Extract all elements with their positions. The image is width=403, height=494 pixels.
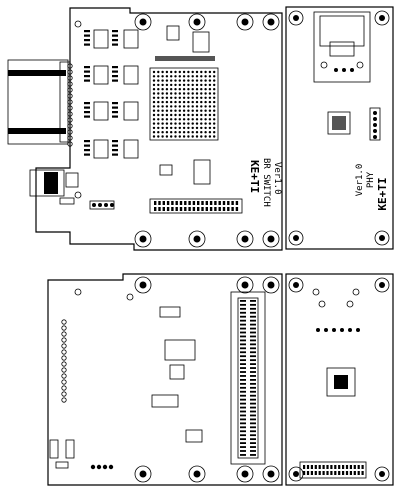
board-version: Ver1.0 [272,162,282,195]
board-to-board-connector [230,291,266,465]
bottom-header [149,198,243,214]
phy-logo: KE+TI [376,177,389,210]
rj45-jack [313,11,371,83]
capacitor-row [155,56,215,61]
bottom-connectors [49,439,114,470]
bga-chip [149,67,219,141]
br-switch-board-top: KE+TI BR SWITCH Ver1.0 [7,7,283,251]
phy-board-bottom [285,273,394,486]
soic-chip [193,159,211,185]
phy-title: PHY [366,171,376,188]
br-switch-board-outline [35,7,283,251]
ribbon-connector [7,59,71,145]
phy-version: Ver1.0 [355,164,365,197]
small-ic [159,164,173,176]
connector-pin-column-bottom [61,319,67,403]
ic-u1 [192,31,210,53]
dc-jack [29,169,79,205]
board-title: BR SWITCH [261,158,271,207]
br-switch-board-bottom [47,273,283,486]
rj45-footprint [312,288,360,332]
ethernet-magnetics [84,29,139,159]
phy-board-top: KE+TI PHY Ver1.0 [285,6,394,250]
header-4pin [89,200,115,210]
ic-u2 [166,25,180,41]
header-5pin [369,107,381,141]
component-cluster [151,306,203,443]
connector-pin-column [67,63,73,147]
qfn-chip [326,367,356,397]
phy-chip [327,111,351,135]
phy-bottom-connector [299,461,367,479]
bottom-board-outline [47,273,283,486]
mounting-holes [74,13,280,248]
board-logo: KE+TI [248,160,261,193]
